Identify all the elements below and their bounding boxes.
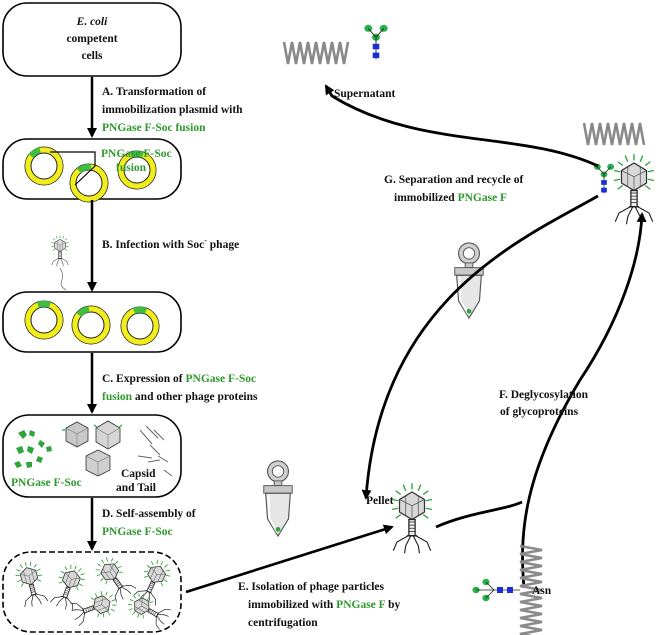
infecting-phage-icon (50, 235, 70, 267)
supernatant-protein (282, 41, 350, 65)
step-e-line2: immobilized with PNGase F by (248, 599, 401, 611)
step-c-line1: C. Expression of PNGase F-Soc (102, 373, 256, 385)
plasmid-fusion-label2: fusion (116, 162, 147, 174)
capsid-label: Capsid (121, 468, 156, 480)
tail-label: and Tail (116, 482, 156, 494)
step-d-line1: D. Self-assembly of (102, 508, 196, 520)
arrow-e (185, 524, 394, 594)
plasmid-5 (72, 306, 110, 344)
supernatant-label: Supernatant (334, 88, 396, 100)
step-d-line2: PNGase F-Soc (102, 526, 173, 538)
plasmid-4 (25, 301, 63, 339)
step-a-line2: immobilization plasmid with (102, 104, 243, 116)
plasmid-2 (70, 164, 108, 202)
step-g-line1: G. Separation and recycle of (384, 174, 524, 186)
asn-label: Asn (532, 585, 552, 597)
step-f-line1: F. Deglycosylation (499, 389, 589, 401)
step-f-line2: of glycoproteins (500, 406, 579, 418)
ecoli-cells-box (2, 2, 182, 77)
plasmid-6 (121, 307, 159, 345)
competent-label: competent (66, 33, 117, 45)
phage-dna (59, 267, 67, 291)
step-b: B. Infection with Soc- phage (102, 236, 239, 251)
glycan-tr-icon (593, 163, 615, 194)
pellet-to-f-link (435, 500, 523, 529)
arrow-g (324, 84, 599, 168)
step-a-line3: PNGase F-Soc fusion (102, 122, 206, 134)
step-g-line2: immobilized PNGase F (394, 192, 507, 204)
glycan-bottom-icon (472, 578, 520, 602)
step-c-line2: fusion and other phage proteins (102, 391, 258, 403)
plasmid-fusion-label1: PNGase F-Soc (101, 148, 172, 160)
step-e-line3: centrifugation (248, 617, 318, 629)
arrow-f (521, 212, 647, 589)
pellet-label: Pellet (366, 495, 394, 507)
pngase-proteins (14, 430, 52, 468)
pellet-phage-icon (391, 482, 433, 554)
arrow-to-pellet (361, 194, 599, 500)
step-e-line1: E. Isolation of phage particles (238, 581, 385, 593)
centrifuge-tube-icon (262, 460, 294, 537)
fusion-pointer (50, 151, 96, 186)
step-a-line1: A. Transformation of (102, 86, 206, 98)
plasmid-3 (118, 151, 156, 189)
deglycosylated-protein (582, 122, 646, 146)
pngase-soc-label: PNGase F-Soc (11, 477, 82, 489)
lysed-cell (2, 551, 182, 633)
tail-fibers (137, 425, 173, 477)
capsid-hexagons (62, 420, 123, 477)
cells-label: cells (81, 50, 103, 62)
glycoprotein-chain (519, 544, 543, 635)
plasmid-1 (25, 147, 63, 185)
ecoli-label: E. coli (76, 16, 108, 28)
released-glycan-icon (363, 24, 389, 60)
recycled-phage-icon (613, 153, 655, 225)
